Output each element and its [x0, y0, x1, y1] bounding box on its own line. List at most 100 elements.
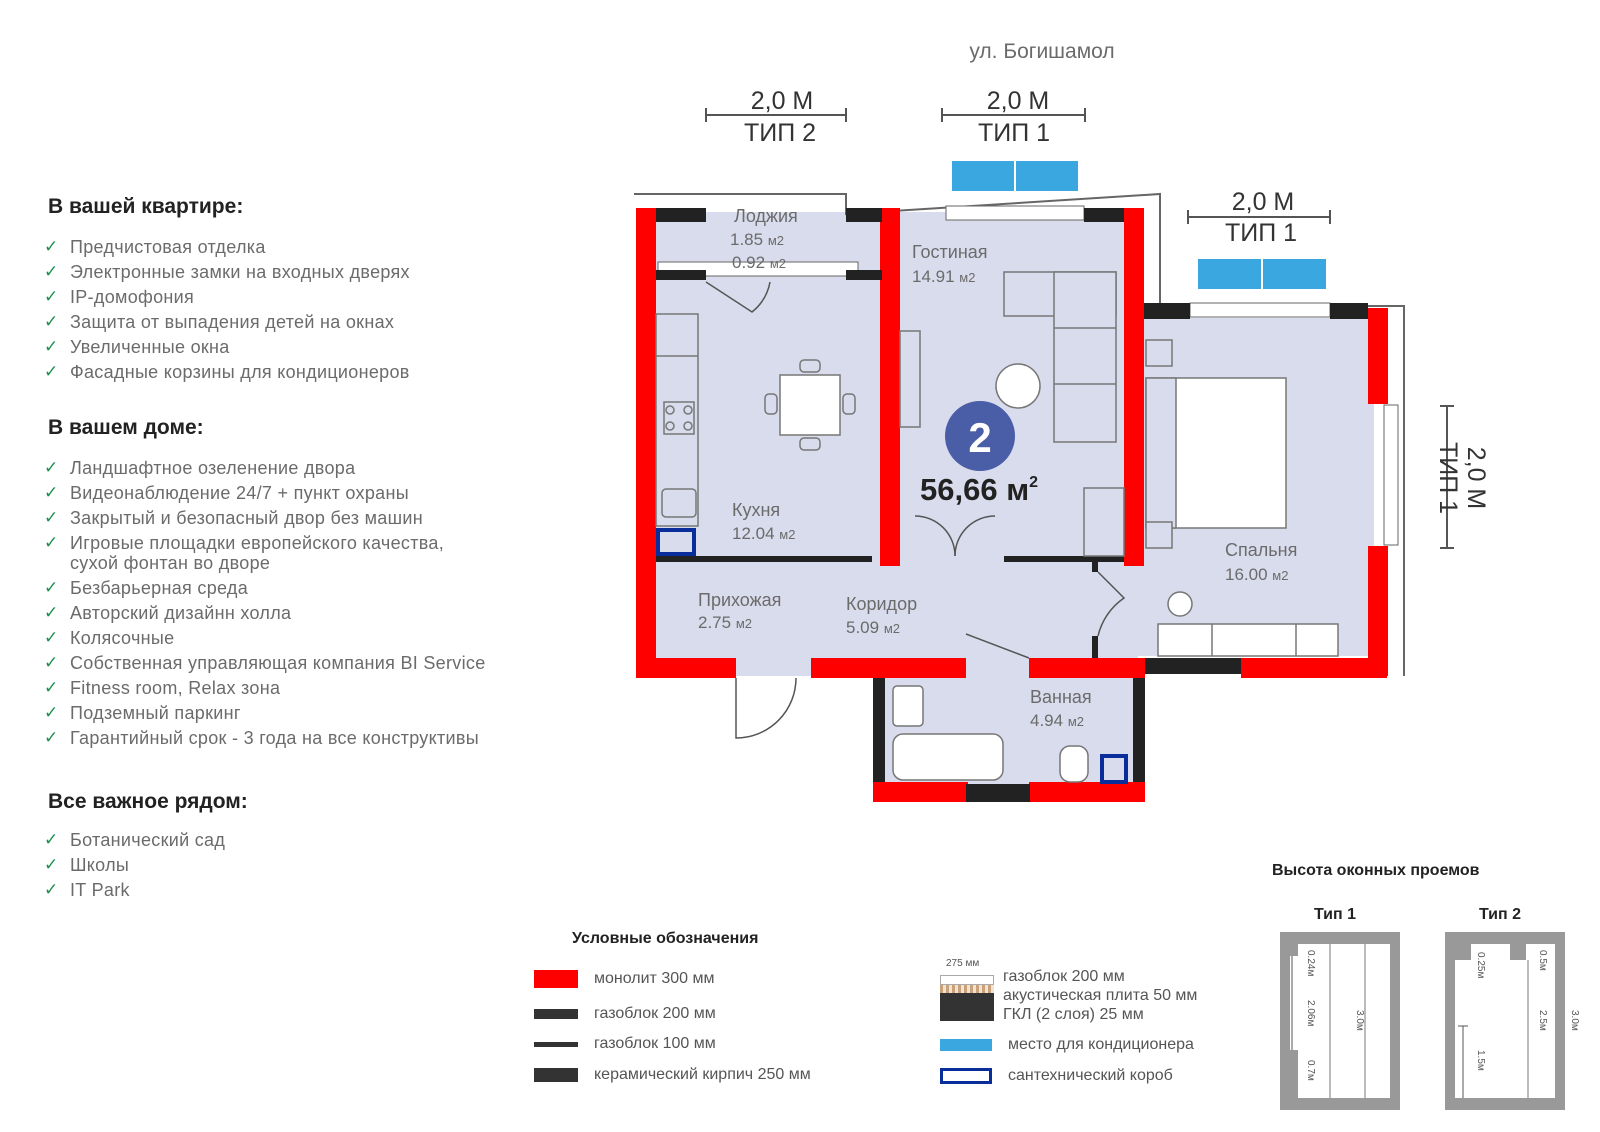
feature-text: Безбарьерная среда — [70, 578, 249, 598]
legend-composite-labels: газоблок 200 мм акустическая плита 50 мм… — [1003, 967, 1197, 1024]
house-features-title: В вашем доме: — [48, 416, 204, 439]
check-icon: ✓ — [44, 362, 59, 381]
legend-brick: керамический кирпич 250 мм — [534, 1066, 811, 1084]
check-icon: ✓ — [44, 533, 59, 552]
window-type1-d2: 2.06м — [1305, 1000, 1316, 1026]
facade-outline — [634, 192, 1405, 676]
legend-ac: место для кондиционера — [940, 1036, 1194, 1054]
window-type-top-right: ТИП 1 — [1225, 219, 1297, 247]
window-type2-label: Тип 2 — [1479, 906, 1521, 923]
kitchen-area: 12.04 — [732, 524, 775, 543]
check-icon: ✓ — [44, 337, 59, 356]
feature-item: ✓Закрытый и безопасный двор без машин — [44, 508, 486, 528]
svg-text:16.00 м2: 16.00 м2 — [1225, 565, 1288, 584]
bathroom-fixtures — [892, 685, 1089, 783]
nearby-features-title: Все важное рядом: — [48, 790, 248, 813]
legend-swatch-gasblock200 — [534, 1009, 578, 1019]
check-icon: ✓ — [44, 880, 59, 899]
feature-item: ✓Электронные замки на входных дверях — [44, 262, 410, 282]
feature-item: ✓Безбарьерная среда — [44, 578, 486, 598]
legend-swatch-monolith — [534, 970, 578, 988]
legend-label-ac: место для кондиционера — [1008, 1036, 1194, 1053]
feature-text: Увеличенные окна — [70, 337, 230, 357]
nearby-features-list: ✓Ботанический сад✓Школы✓IT Park — [44, 830, 225, 905]
partition-walls — [656, 208, 1368, 802]
legend-composite-l1: газоблок 200 мм — [1003, 968, 1125, 985]
monolith-walls — [636, 208, 1388, 802]
kitchen-furniture — [655, 313, 856, 527]
check-icon: ✓ — [44, 628, 59, 647]
doors — [705, 281, 1126, 739]
room-name-loggia: Лоджия — [734, 206, 798, 226]
feature-item: ✓Школы — [44, 855, 225, 875]
feature-text: Школы — [70, 855, 130, 875]
feature-text: Закрытый и безопасный двор без машин — [70, 508, 423, 528]
feature-text: IT Park — [70, 880, 130, 900]
window-type2-d1: 0.25м — [1475, 952, 1486, 978]
feature-item: ✓Гарантийный срок - 3 года на все констр… — [44, 728, 486, 748]
window-size-top-left: 2,0 М — [751, 87, 814, 115]
feature-item: ✓ Увеличенные окна — [44, 337, 410, 357]
feature-item: ✓ Подземный паркинг — [44, 703, 486, 723]
hall-unit: м2 — [736, 616, 752, 631]
feature-text: Собственная управляющая компания BI Serv… — [70, 653, 486, 673]
svg-text:5.09 м2: 5.09 м2 — [846, 618, 900, 637]
svg-text:14.91 м2: 14.91 м2 — [912, 267, 975, 286]
window-type2-d4: 1.5м — [1475, 1050, 1486, 1071]
feature-text: Подземный паркинг — [70, 703, 241, 723]
feature-item: ✓ Фасадные корзины для кондиционеров — [44, 362, 410, 382]
total-area-value: 56,66 м — [920, 472, 1029, 507]
legend-swatch-plumbing — [940, 1068, 992, 1084]
feature-item: ✓Колясочные — [44, 628, 486, 648]
window-type1-d1: 0.24м — [1305, 950, 1316, 976]
corridor-area: 5.09 — [846, 618, 879, 637]
feature-text: Игровые площадки европейского качества, … — [70, 533, 445, 573]
feature-text: Предчистовая отделка — [70, 237, 266, 257]
svg-text:0.92 м2: 0.92 м2 — [732, 253, 786, 272]
kitchen-unit: м2 — [779, 527, 795, 542]
feature-text: Электронные замки на входных дверях — [70, 262, 410, 282]
feature-text: Фасадные корзины для кондиционеров — [70, 362, 410, 382]
feature-item: ✓Авторский дизайнн холла — [44, 603, 486, 623]
window-type2-d2: 0.5м — [1537, 950, 1548, 971]
apartment-features-title: В вашей квартире: — [48, 195, 244, 218]
legend-swatch-brick — [534, 1068, 578, 1082]
legend-label-brick: керамический кирпич 250 мм — [594, 1066, 811, 1083]
check-icon: ✓ — [44, 678, 59, 697]
window-heights-title: Высота оконных проемов — [1272, 862, 1480, 879]
legend-composite-l2: акустическая плита 50 мм — [1003, 987, 1198, 1004]
window-type1-diagram: 0.24м 2.06м 0.7м 3.0м — [1280, 932, 1400, 1110]
bedroom-unit: м2 — [1272, 568, 1288, 583]
check-icon: ✓ — [44, 483, 59, 502]
feature-item: ✓Защита от выпадения детей на окнах — [44, 312, 410, 332]
window-heights-diagrams: Тип 1 Тип 2 0.24м 2.06м 0.7м 3.0м 0.25м … — [1280, 906, 1580, 1110]
feature-text: Ботанический сад — [70, 830, 226, 850]
hall-area: 2.75 — [698, 613, 731, 632]
legend-swatch-gasblock100 — [534, 1041, 578, 1047]
window-size-top-mid: 2,0 М — [987, 87, 1050, 115]
feature-item: ✓ Игровые площадки европейского качества,… — [44, 533, 486, 573]
legend-swatch-ac — [940, 1039, 992, 1051]
svg-text:4.94 м2: 4.94 м2 — [1030, 711, 1084, 730]
legend-label-plumbing: сантехнический короб — [1008, 1067, 1173, 1084]
check-icon: ✓ — [44, 287, 59, 306]
window-size-side: 2,0 М — [1462, 447, 1490, 510]
bedroom-furniture — [1145, 339, 1339, 657]
window-type2-diagram: 0.25м 0.5м 2.5м 1.5м 3.0м — [1445, 932, 1580, 1110]
room-name-hall: Прихожая — [698, 590, 781, 610]
loggia-area1: 1.85 — [730, 230, 763, 249]
window-size-top-right: 2,0 М — [1232, 188, 1295, 216]
bath-area: 4.94 — [1030, 711, 1063, 730]
bedroom-area: 16.00 — [1225, 565, 1268, 584]
loggia-area2: 0.92 — [732, 253, 765, 272]
room-name-kitchen: Кухня — [732, 500, 780, 520]
room-name-corridor: Коридор — [846, 594, 917, 614]
window-type-top-mid: ТИП 1 — [978, 119, 1050, 147]
legend-monolith: монолит 300 мм — [534, 970, 714, 988]
feature-text: Защита от выпадения детей на окнах — [70, 312, 395, 332]
check-icon: ✓ — [44, 703, 59, 722]
svg-text:12.04 м2: 12.04 м2 — [732, 524, 795, 543]
svg-text:2.75 м2: 2.75 м2 — [698, 613, 752, 632]
room-name-living: Гостиная — [912, 242, 988, 262]
